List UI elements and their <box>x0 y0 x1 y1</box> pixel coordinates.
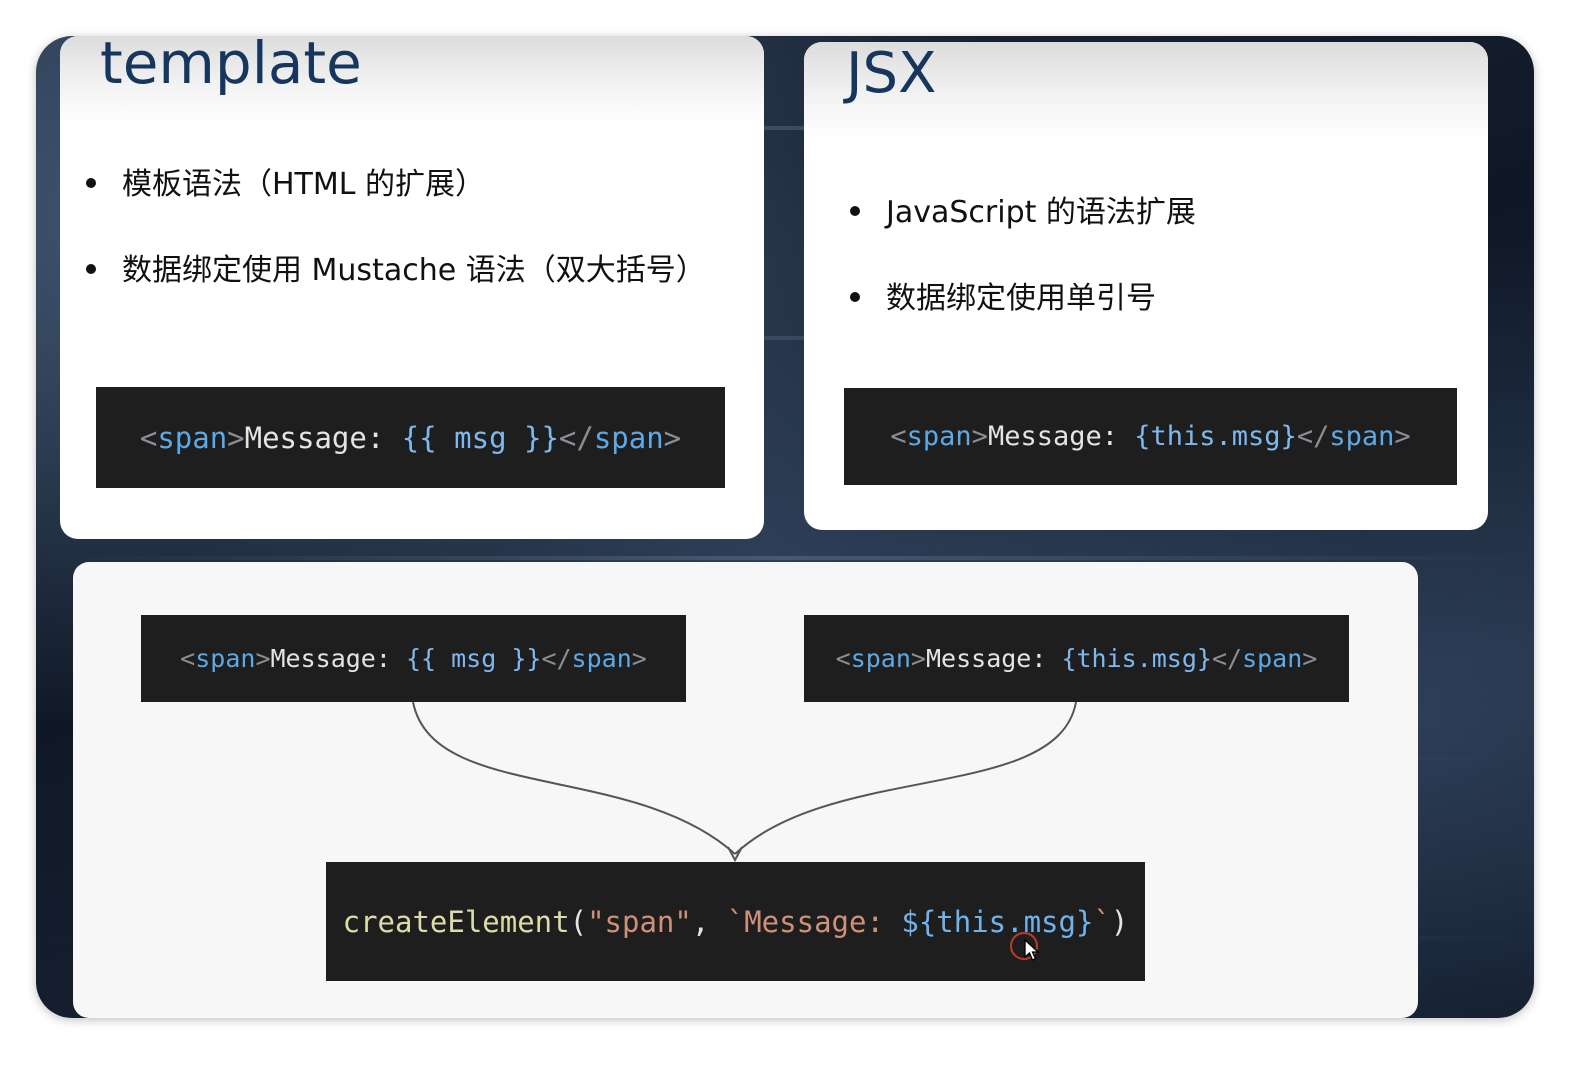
code-open-lt: < <box>836 644 851 673</box>
bullet-dot-icon <box>850 292 860 302</box>
curved-arrow-icon <box>735 702 1076 854</box>
diagram-template-code: <span>Message: {{ msg }}</span> <box>141 615 686 702</box>
jsx-card: JSX JavaScript 的语法扩展 数据绑定使用单引号 <span>Mes… <box>804 42 1488 530</box>
code-close-lt: </ <box>541 644 571 673</box>
code-open-gt: > <box>911 644 926 673</box>
jsx-bullet-2-text: 数据绑定使用单引号 <box>886 281 1156 316</box>
code-expr: {{ msg }} <box>402 421 559 455</box>
code-close-tag: span <box>1242 644 1302 673</box>
jsx-code-block: <span>Message: {this.msg}</span> <box>844 388 1457 485</box>
code-paren-open: ( <box>570 905 587 939</box>
template-bullet-2: 数据绑定使用 Mustache 语法（双大括号） <box>86 256 706 286</box>
code-text: Message: <box>245 421 402 455</box>
code-open-gt: > <box>255 644 270 673</box>
create-element-code: createElement("span", `Message: ${this.m… <box>326 862 1145 981</box>
code-open-gt: > <box>972 421 988 452</box>
code-close-tag: span <box>594 421 664 455</box>
code-close-lt: </ <box>559 421 594 455</box>
code-string-arg: "span" <box>587 905 692 939</box>
curved-arrow-icon <box>413 702 735 854</box>
code-text: Message: <box>988 421 1134 452</box>
code-close-tag: span <box>572 644 632 673</box>
code-open-gt: > <box>227 421 244 455</box>
code-open-lt: < <box>140 421 157 455</box>
jsx-title: JSX <box>846 46 936 102</box>
code-close-gt: > <box>1302 644 1317 673</box>
code-close-gt: > <box>664 421 681 455</box>
code-text: Message: <box>926 644 1061 673</box>
jsx-bullet-1-text: JavaScript 的语法扩展 <box>886 195 1196 230</box>
code-expr: {{ msg }} <box>406 644 541 673</box>
code-close-tag: span <box>1329 421 1394 452</box>
code-function: createElement <box>343 905 570 939</box>
diagram-jsx-code: <span>Message: {this.msg}</span> <box>804 615 1349 702</box>
code-template-expr: ${this.msg} <box>901 905 1093 939</box>
bullet-dot-icon <box>850 206 860 216</box>
jsx-bullet-1: JavaScript 的语法扩展 <box>850 198 1196 228</box>
code-close-lt: </ <box>1212 644 1242 673</box>
code-open-tag: span <box>195 644 255 673</box>
code-close-gt: > <box>632 644 647 673</box>
code-open-tag: span <box>851 644 911 673</box>
code-expr: {this.msg} <box>1134 421 1297 452</box>
code-paren-close: ) <box>1111 905 1128 939</box>
code-close-lt: </ <box>1297 421 1330 452</box>
template-bullet-1: 模板语法（HTML 的扩展） <box>86 170 485 200</box>
code-comma: , <box>692 905 727 939</box>
template-bullet-2-text: 数据绑定使用 Mustache 语法（双大括号） <box>122 253 706 288</box>
code-template-end: ` <box>1093 905 1110 939</box>
template-code-block: <span>Message: {{ msg }}</span> <box>96 387 725 488</box>
jsx-bullet-2: 数据绑定使用单引号 <box>850 284 1156 314</box>
compile-diagram: <span>Message: {{ msg }}</span> <span>Me… <box>73 562 1418 1018</box>
code-open-lt: < <box>180 644 195 673</box>
code-template-start: `Message: <box>727 905 902 939</box>
template-title: template <box>100 36 362 92</box>
code-close-gt: > <box>1394 421 1410 452</box>
code-open-tag: span <box>157 421 227 455</box>
code-open-tag: span <box>907 421 972 452</box>
template-bullet-1-text: 模板语法（HTML 的扩展） <box>122 167 485 202</box>
code-open-lt: < <box>890 421 906 452</box>
template-card: template 模板语法（HTML 的扩展） 数据绑定使用 Mustache … <box>60 36 764 539</box>
bullet-dot-icon <box>86 264 96 274</box>
code-expr: {this.msg} <box>1061 644 1212 673</box>
mouse-pointer-icon <box>1023 938 1041 962</box>
bullet-dot-icon <box>86 178 96 188</box>
code-text: Message: <box>271 644 406 673</box>
